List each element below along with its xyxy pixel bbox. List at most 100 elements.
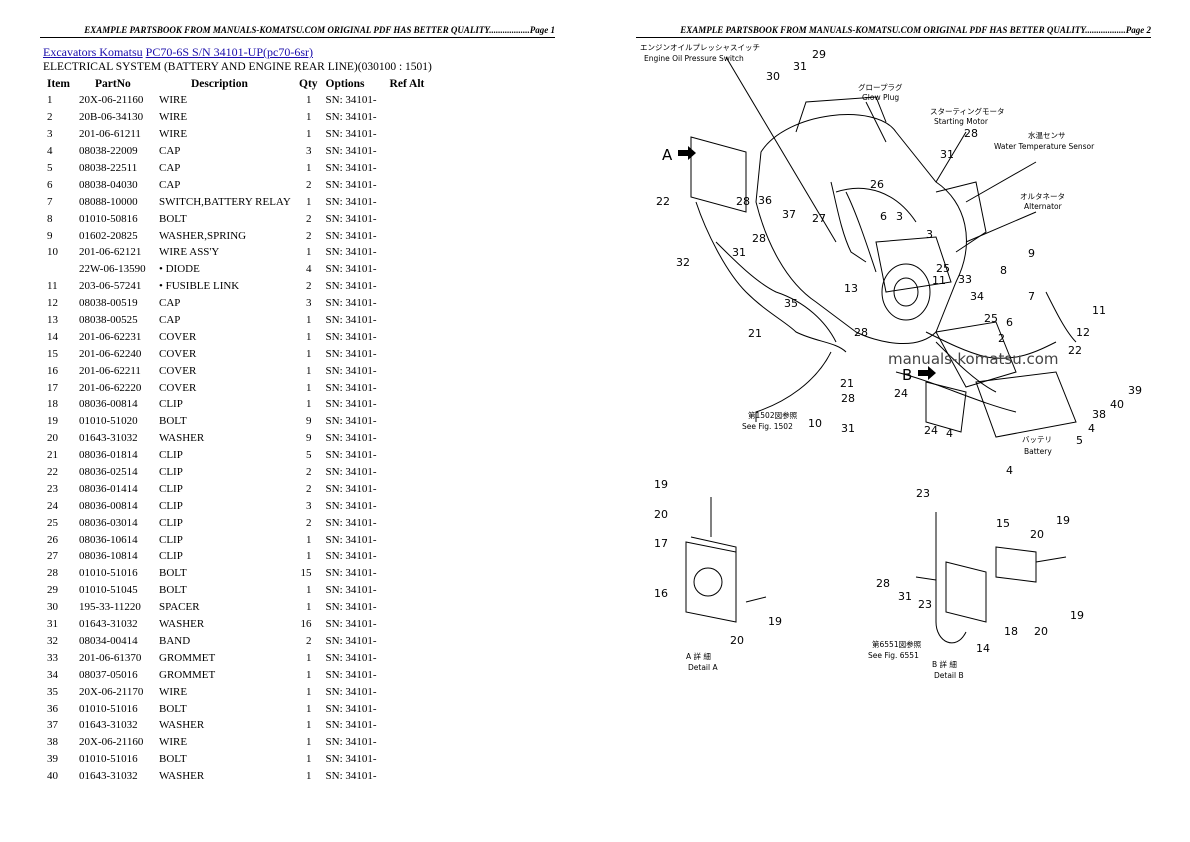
cell-partno: 08036-10614 — [79, 533, 138, 546]
cell-options: SN: 34101- — [325, 449, 377, 462]
cell-partno: 20X-06-21160 — [79, 736, 144, 749]
cell-partno: 08038-22511 — [79, 162, 138, 174]
cell-description: CLIP — [159, 449, 183, 462]
cell-refalt — [386, 768, 429, 785]
cell-item: 2 — [47, 111, 53, 124]
cell-item: 9 — [47, 229, 53, 242]
cell-partno: 08088-10000 — [79, 195, 138, 208]
cell-description: GROMMET — [159, 668, 216, 681]
view-markers: A B — [662, 146, 936, 384]
cell-item: 6 — [47, 178, 53, 191]
label-seefig2: See Fig. 6551 — [868, 651, 919, 660]
label-water-jp: 水温センサ — [1028, 130, 1066, 140]
cell-description: CLIP — [159, 499, 183, 512]
svg-text:2: 2 — [998, 332, 1005, 345]
cell-description: CLIP — [159, 550, 183, 563]
cell-options: SN: 34101- — [325, 415, 377, 428]
svg-text:4: 4 — [946, 427, 953, 440]
cell-item: 5 — [47, 162, 53, 174]
cell-description: CLIP — [159, 516, 183, 529]
cell-qty: 2 — [306, 482, 312, 495]
cell-options: SN: 34101- — [325, 770, 377, 783]
cell-item — [43, 261, 75, 278]
cell-qty: 1 — [306, 347, 312, 360]
cell-description: • DIODE — [159, 263, 200, 276]
cell-refalt — [386, 751, 429, 768]
cell-qty: 1 — [306, 330, 312, 343]
parts-table: Item PartNo Description Qty Options Ref … — [43, 76, 428, 785]
cell-item: 31 — [47, 618, 58, 631]
svg-text:10: 10 — [808, 417, 822, 430]
cell-options: SN: 34101- — [325, 111, 377, 124]
svg-text:39: 39 — [1128, 384, 1142, 397]
svg-text:9: 9 — [1028, 247, 1035, 260]
svg-text:21: 21 — [840, 377, 854, 390]
cell-refalt — [386, 582, 429, 599]
cell-item: 38 — [47, 736, 58, 749]
cell-refalt — [386, 261, 429, 278]
label-alt-jp: オルタネータ — [1020, 192, 1065, 201]
cell-options: SN: 34101- — [325, 347, 377, 360]
svg-text:6: 6 — [880, 210, 887, 223]
cell-refalt — [386, 210, 429, 227]
cell-description: SPACER — [159, 601, 200, 614]
cell-item: 7 — [47, 195, 53, 208]
cell-refalt — [386, 126, 429, 143]
cell-qty: 1 — [306, 702, 312, 715]
cell-qty: 1 — [306, 398, 312, 411]
breadcrumb-link-model[interactable]: PC70-6S S/N 34101-UP(pc70-6sr) — [145, 45, 313, 59]
cell-options: SN: 34101- — [325, 601, 377, 614]
label-seefig2-jp: 第6551図参照 — [872, 639, 922, 649]
cell-description: BAND — [159, 634, 191, 647]
cell-options: SN: 34101- — [325, 297, 377, 310]
marker-a: A — [662, 146, 673, 164]
cell-item: 35 — [47, 685, 58, 698]
label-glow-jp: グロープラグ — [858, 82, 903, 92]
cell-partno: 201-06-62231 — [79, 330, 142, 343]
arrow-a-icon — [678, 146, 696, 160]
cell-description: BOLT — [159, 702, 187, 715]
svg-text:29: 29 — [812, 48, 826, 61]
cell-options: SN: 34101- — [325, 668, 377, 681]
cell-refalt — [386, 633, 429, 650]
page-subtitle: ELECTRICAL SYSTEM (BATTERY AND ENGINE RE… — [43, 61, 432, 73]
cell-options: SN: 34101- — [325, 280, 377, 293]
cell-partno: 08036-01414 — [79, 482, 138, 495]
cell-refalt — [386, 328, 429, 345]
cell-refalt — [386, 143, 429, 160]
breadcrumb-link-category[interactable]: Excavators Komatsu — [43, 45, 143, 59]
cell-qty: 1 — [306, 584, 312, 597]
cell-description: COVER — [159, 330, 197, 343]
cell-options: SN: 34101- — [325, 314, 377, 327]
cell-partno: 08038-00525 — [79, 314, 138, 327]
cell-partno: 22W-06-13590 — [79, 263, 146, 276]
cell-refalt — [386, 176, 429, 193]
cell-description: BOLT — [159, 753, 187, 766]
cell-qty: 15 — [300, 567, 312, 580]
cell-qty: 1 — [306, 533, 312, 546]
cell-item: 16 — [47, 364, 58, 377]
cell-item: 30 — [47, 601, 58, 614]
cell-refalt — [386, 497, 429, 514]
cell-options: SN: 34101- — [325, 719, 377, 732]
cell-partno: 08038-22009 — [79, 145, 138, 158]
cell-partno: 01643-31032 — [79, 618, 138, 631]
label-battery-jp: バッテリ — [1022, 435, 1052, 444]
svg-text:20: 20 — [730, 634, 744, 647]
cell-partno: 08036-00814 — [79, 499, 138, 512]
svg-text:28: 28 — [841, 392, 855, 405]
cell-options: SN: 34101- — [325, 651, 377, 664]
svg-text:16: 16 — [654, 587, 668, 600]
cell-refalt — [386, 548, 429, 565]
cell-refalt — [386, 362, 429, 379]
cover-box-a — [690, 136, 747, 213]
cell-description: BOLT — [159, 584, 187, 597]
cell-qty: 1 — [306, 381, 312, 394]
